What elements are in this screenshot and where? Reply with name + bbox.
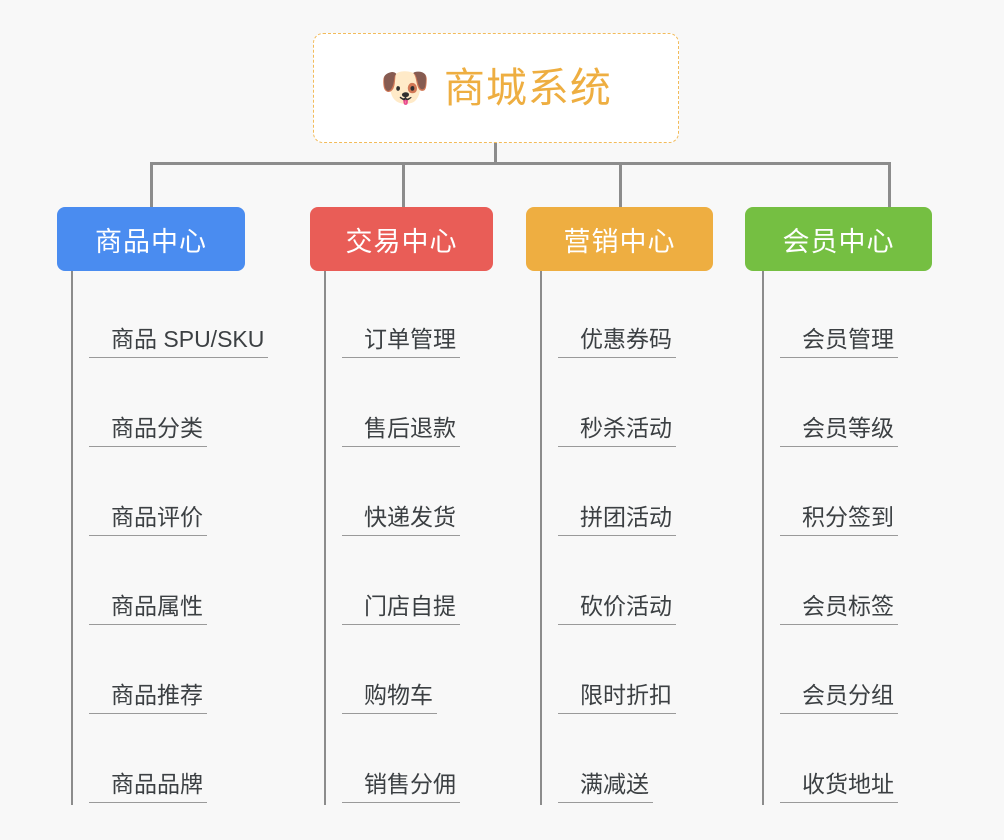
- leaf-item[interactable]: 积分签到: [780, 449, 932, 538]
- leaf-item[interactable]: 商品分类: [89, 360, 245, 449]
- leaf-item[interactable]: 会员管理: [780, 271, 932, 360]
- leaf-label: 会员分组: [780, 682, 898, 714]
- leaf-item[interactable]: 秒杀活动: [558, 360, 713, 449]
- branch-marketing-center: 营销中心 优惠券码 秒杀活动 拼团活动 砍价活动 限时折扣 满减送: [526, 207, 713, 805]
- root-node[interactable]: 🐶 商城系统: [313, 33, 679, 143]
- leaf-list-trade-center: 订单管理 售后退款 快递发货 门店自提 购物车 销售分佣: [324, 271, 493, 805]
- leaf-label: 商品评价: [89, 504, 207, 536]
- leaf-item[interactable]: 拼团活动: [558, 449, 713, 538]
- branch-label: 交易中心: [345, 226, 458, 257]
- connector-drop-marketing-center: [619, 162, 622, 207]
- leaf-label: 销售分佣: [342, 771, 460, 803]
- leaf-item[interactable]: 商品属性: [89, 538, 245, 627]
- leaf-item[interactable]: 订单管理: [342, 271, 493, 360]
- leaf-label: 优惠券码: [558, 326, 676, 358]
- leaf-label: 商品品牌: [89, 771, 207, 803]
- leaf-list-marketing-center: 优惠券码 秒杀活动 拼团活动 砍价活动 限时折扣 满减送: [540, 271, 713, 805]
- leaf-item[interactable]: 售后退款: [342, 360, 493, 449]
- connector-drop-product-center: [150, 162, 153, 207]
- branch-label: 营销中心: [563, 226, 676, 257]
- leaf-label: 秒杀活动: [558, 415, 676, 447]
- leaf-label: 购物车: [342, 682, 437, 714]
- connector-horizontal-bus: [150, 162, 891, 165]
- branch-header-marketing-center[interactable]: 营销中心: [526, 207, 713, 271]
- leaf-item[interactable]: 门店自提: [342, 538, 493, 627]
- branch-label: 会员中心: [782, 226, 895, 257]
- leaf-item[interactable]: 快递发货: [342, 449, 493, 538]
- shiba-dog-face-icon: 🐶: [380, 66, 430, 110]
- root-title: 商城系统: [443, 64, 612, 111]
- leaf-item[interactable]: 会员标签: [780, 538, 932, 627]
- leaf-label: 商品推荐: [89, 682, 207, 714]
- leaf-item[interactable]: 商品品牌: [89, 716, 245, 805]
- leaf-label: 会员管理: [780, 326, 898, 358]
- leaf-label: 商品分类: [89, 415, 207, 447]
- leaf-label: 会员等级: [780, 415, 898, 447]
- leaf-item[interactable]: 购物车: [342, 627, 493, 716]
- branch-label: 商品中心: [95, 226, 207, 257]
- leaf-item[interactable]: 砍价活动: [558, 538, 713, 627]
- branch-product-center: 商品中心 商品 SPU/SKU 商品分类 商品评价 商品属性 商品推荐 商品品牌: [57, 207, 269, 805]
- leaf-list-member-center: 会员管理 会员等级 积分签到 会员标签 会员分组 收货地址: [762, 271, 932, 805]
- leaf-label: 砍价活动: [558, 593, 676, 625]
- leaf-label: 限时折扣: [558, 682, 676, 714]
- connector-root-vertical: [494, 143, 497, 165]
- leaf-item[interactable]: 会员等级: [780, 360, 932, 449]
- leaf-item[interactable]: 商品评价: [89, 449, 245, 538]
- leaf-list-product-center: 商品 SPU/SKU 商品分类 商品评价 商品属性 商品推荐 商品品牌: [71, 271, 269, 805]
- leaf-label: 售后退款: [342, 415, 460, 447]
- leaf-item[interactable]: 收货地址: [780, 716, 932, 805]
- leaf-item[interactable]: 商品推荐: [89, 627, 245, 716]
- branch-member-center: 会员中心 会员管理 会员等级 积分签到 会员标签 会员分组 收货地址: [745, 207, 932, 805]
- leaf-item[interactable]: 商品 SPU/SKU: [89, 271, 269, 360]
- leaf-item[interactable]: 会员分组: [780, 627, 932, 716]
- leaf-label: 商品 SPU/SKU: [89, 326, 269, 358]
- leaf-item[interactable]: 限时折扣: [558, 627, 713, 716]
- leaf-label: 订单管理: [342, 326, 460, 358]
- leaf-label: 快递发货: [342, 504, 460, 536]
- branch-trade-center: 交易中心 订单管理 售后退款 快递发货 门店自提 购物车 销售分佣: [310, 207, 493, 805]
- connector-drop-member-center: [888, 162, 891, 207]
- branch-header-trade-center[interactable]: 交易中心: [310, 207, 493, 271]
- branch-header-member-center[interactable]: 会员中心: [745, 207, 932, 271]
- leaf-label: 拼团活动: [558, 504, 676, 536]
- leaf-item[interactable]: 满减送: [558, 716, 713, 805]
- leaf-label: 收货地址: [780, 771, 898, 803]
- branch-header-product-center[interactable]: 商品中心: [57, 207, 245, 271]
- leaf-label: 会员标签: [780, 593, 898, 625]
- leaf-label: 满减送: [558, 771, 653, 803]
- leaf-label: 门店自提: [342, 593, 460, 625]
- leaf-item[interactable]: 优惠券码: [558, 271, 713, 360]
- leaf-item[interactable]: 销售分佣: [342, 716, 493, 805]
- leaf-label: 积分签到: [780, 504, 898, 536]
- leaf-label: 商品属性: [89, 593, 207, 625]
- connector-drop-trade-center: [402, 162, 405, 207]
